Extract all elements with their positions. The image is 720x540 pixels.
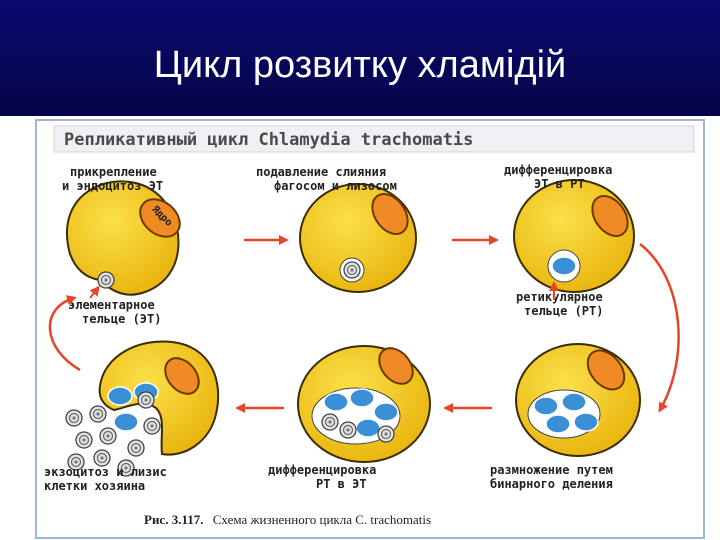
released-elementary-body xyxy=(65,409,83,427)
reticulate-body xyxy=(349,388,375,408)
stage-6-cell xyxy=(65,340,220,477)
released-elementary-body xyxy=(75,431,93,449)
reticulate-body xyxy=(323,392,349,412)
heading-bar xyxy=(53,125,695,153)
stage-5-label-line1: дифференцировка xyxy=(268,463,376,477)
elementary-body xyxy=(321,413,339,431)
reticulate-body xyxy=(113,412,139,432)
caption-text: Схема жизненного цикла C. trachomatis xyxy=(213,512,431,527)
stage-2-cell xyxy=(299,183,417,293)
released-elementary-body xyxy=(89,405,107,423)
released-elementary-body xyxy=(137,391,155,409)
reticulate-body xyxy=(355,418,381,438)
figure-frame xyxy=(35,119,705,539)
pointer-elementary-body xyxy=(89,285,100,299)
elementary-body-label-line2: тельце (ЭТ) xyxy=(82,312,161,326)
stage-4-label-line1: размножение путем xyxy=(490,463,613,477)
reticulate-body xyxy=(573,412,599,432)
figure-caption: Рис. 3.117. Схема жизненного цикла C. tr… xyxy=(144,512,431,527)
elementary-body xyxy=(339,421,357,439)
released-elementary-body xyxy=(93,449,111,467)
stage-2-label-line1: подавление слияния xyxy=(256,165,386,179)
phagosome-elementary-body xyxy=(343,261,361,279)
arrow-stage3-to-stage4 xyxy=(639,243,680,413)
reticulate-body xyxy=(561,392,587,412)
slide-title: Цикл розвитку хламідій xyxy=(153,44,567,86)
nucleus-shape xyxy=(139,198,181,238)
nucleus-shape xyxy=(586,349,626,391)
reticulate-body-label-line1: ретикулярное xyxy=(516,290,603,304)
arrow-stage6-to-stage1 xyxy=(48,295,81,372)
stage-6-label-line2: клетки хозяина xyxy=(44,479,145,493)
elementary-body xyxy=(377,425,395,443)
stage-1-cell: Ядро xyxy=(66,180,181,296)
nucleus-shape xyxy=(164,357,200,395)
nucleus-shape xyxy=(371,193,409,235)
figure-panel: Репликативный цикл Chlamydia trachomatis… xyxy=(34,118,706,540)
reticulate-body xyxy=(107,386,133,406)
caption-number: Рис. 3.117. xyxy=(144,512,203,527)
attached-elementary-body xyxy=(97,271,115,289)
released-elementary-body xyxy=(99,427,117,445)
stage-5-label-line2: РТ в ЭТ xyxy=(316,477,367,491)
chlamydia-cycle-diagram: Репликативный цикл Chlamydia trachomatis… xyxy=(35,119,705,539)
reticulate-body xyxy=(545,414,571,434)
stage-3-label-line1: дифференцировка xyxy=(504,163,612,177)
stage-5-cell xyxy=(297,345,431,463)
reticulate-body xyxy=(533,396,559,416)
nucleus-shape xyxy=(378,347,414,385)
nucleus-shape xyxy=(591,195,629,237)
reticulate-body xyxy=(373,402,399,422)
stage-3-label-line2: ЭТ в РТ xyxy=(534,177,585,191)
reticulate-body xyxy=(551,256,577,276)
stage-4-label-line2: бинарного деления xyxy=(490,477,613,491)
released-elementary-body xyxy=(143,417,161,435)
elementary-body-label-line1: элементарное xyxy=(68,298,155,312)
stage-2-label-line2: фагосом и лизосом xyxy=(274,179,397,193)
stage-1-label-line1: прикрепление xyxy=(70,165,157,179)
stage-4-cell xyxy=(515,343,641,457)
slide-header: Цикл розвитку хламідій xyxy=(0,0,720,116)
figure-heading: Репликативный цикл Chlamydia trachomatis xyxy=(64,130,473,150)
stage-3-cell xyxy=(513,179,635,293)
stage-6-label-line1: экзоцитоз и лизис xyxy=(44,465,167,479)
reticulate-body-label-line2: тельце (РТ) xyxy=(524,304,603,318)
released-elementary-body xyxy=(127,439,145,457)
stage-1-label-line2: и эндоцитоз ЭТ xyxy=(62,179,163,193)
